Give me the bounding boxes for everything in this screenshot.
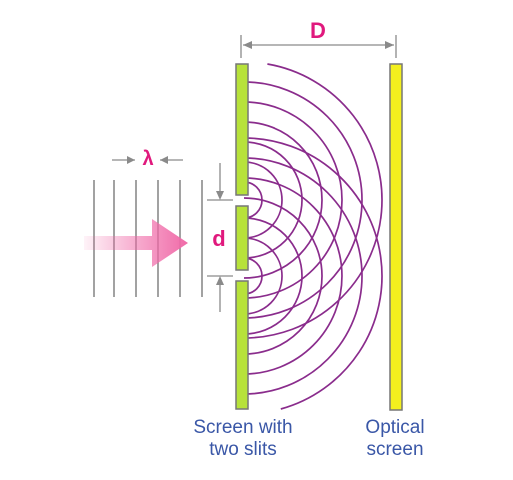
- wavelength-symbol: λ: [142, 148, 154, 170]
- interference-waves: [243, 63, 383, 410]
- slit-separation-dimension: [207, 163, 233, 312]
- wave-arc: [243, 237, 283, 315]
- wave-arc: [243, 161, 283, 239]
- optical-screen-caption-line1: Optical: [365, 417, 425, 438]
- wave-arc: [243, 121, 323, 279]
- wave-arc: [243, 177, 343, 375]
- wave-arc: [243, 197, 323, 355]
- slit-screen-lower-segment: [235, 280, 249, 410]
- slit-screen-caption: Screen with two slits: [168, 417, 318, 461]
- wave-arc: [243, 257, 263, 295]
- wave-arc: [243, 141, 303, 259]
- distance-symbol: D: [310, 18, 326, 43]
- optical-screen-caption-line2: screen: [366, 439, 424, 460]
- wave-arc: [243, 81, 363, 319]
- distance-dimension: [240, 35, 397, 58]
- optical-screen: [389, 63, 403, 411]
- wave-arc: [243, 217, 303, 335]
- wave-arc: [243, 157, 363, 395]
- right-arrow-icon: [84, 219, 188, 267]
- wave-arc: [243, 63, 383, 339]
- wavelength-dimension: [112, 156, 183, 164]
- slit-screen-caption-line1: Screen with: [193, 417, 293, 438]
- slit-separation-symbol: d: [212, 226, 226, 251]
- wave-arc: [243, 137, 383, 410]
- slit-screen: [235, 63, 249, 410]
- slit-screen-middle-segment: [235, 205, 249, 271]
- wave-arc: [243, 101, 343, 299]
- slit-screen-caption-line2: two slits: [209, 439, 277, 460]
- slit-screen-upper-segment: [235, 63, 249, 196]
- optical-screen-caption: Optical screen: [340, 417, 450, 461]
